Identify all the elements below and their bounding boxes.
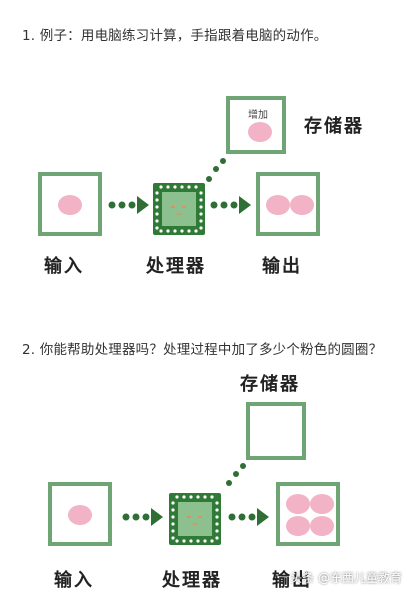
- question-instruction: 2. 你能帮助处理器吗？处理过程中加了多少个粉色的圆圈？: [22, 342, 383, 358]
- trail-dot: [226, 480, 232, 486]
- output-label: 输出: [262, 256, 302, 277]
- trail-dot: [220, 158, 226, 164]
- chip-eye: [198, 516, 202, 518]
- pink-circle: [310, 516, 334, 536]
- pink-circle: [290, 195, 314, 215]
- chip-eye: [182, 206, 186, 208]
- pink-circle: [58, 195, 82, 215]
- trail-dot: [240, 463, 246, 469]
- pink-circle: [286, 494, 310, 514]
- chip-core: [178, 502, 212, 536]
- arrow-right-icon: [210, 196, 251, 214]
- arrow-right-icon: [228, 508, 269, 526]
- processor-chip: [169, 493, 221, 545]
- watermark: 头条 @东西儿童教育: [290, 571, 402, 585]
- memory-box: 增加: [226, 96, 286, 154]
- trail-dot: [213, 166, 219, 172]
- chip-mouth: [176, 211, 182, 215]
- chip-eye: [187, 516, 191, 518]
- example-instruction: 1. 例子：用电脑练习计算，手指跟着电脑的动作。: [22, 28, 328, 44]
- chip-core: [162, 192, 196, 226]
- memory-label: 存储器: [240, 374, 300, 395]
- arrow-right-icon: [122, 508, 163, 526]
- chip-pins: [171, 495, 219, 543]
- chip-mouth: [192, 521, 198, 525]
- trail-dot: [206, 176, 212, 182]
- pink-circle: [310, 494, 334, 514]
- chip-pins: [155, 185, 203, 233]
- processor-chip: [153, 183, 205, 235]
- chip-eye: [171, 206, 175, 208]
- input-box: [48, 482, 112, 546]
- output-box: [256, 172, 320, 236]
- output-label: 输出: [272, 570, 312, 591]
- processor-label: 处理器: [146, 256, 206, 277]
- pink-circle: [266, 195, 290, 215]
- input-label: 输入: [44, 256, 84, 277]
- processor-label: 处理器: [162, 570, 222, 591]
- memory-box: [246, 402, 306, 460]
- memory-label: 存储器: [304, 116, 364, 137]
- output-box: [276, 482, 340, 546]
- arrow-right-icon: [108, 196, 149, 214]
- pink-circle: [286, 516, 310, 536]
- pink-circle: [68, 505, 92, 525]
- input-box: [38, 172, 102, 236]
- input-label: 输入: [54, 570, 94, 591]
- trail-dot: [233, 471, 239, 477]
- pink-circle: [248, 122, 272, 142]
- memory-note: 增加: [248, 110, 268, 121]
